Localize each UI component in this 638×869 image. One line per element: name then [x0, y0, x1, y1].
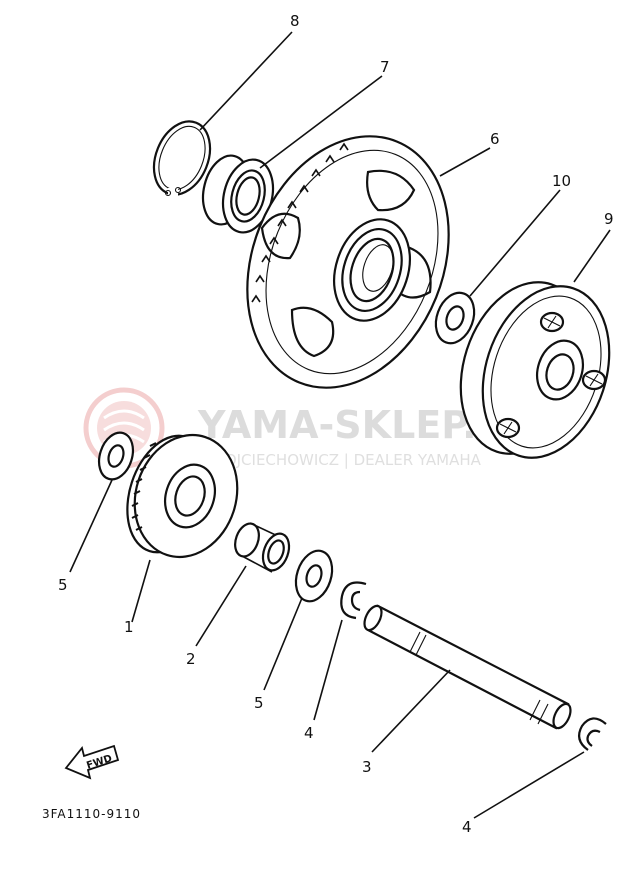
callout-7: 7 — [380, 58, 390, 76]
callout-10: 10 — [552, 172, 571, 190]
part-4-circlip-upper — [340, 581, 367, 620]
leader-10 — [469, 189, 561, 297]
leader-4a — [313, 619, 343, 721]
part-7-bearing — [201, 154, 275, 234]
part-10-washer — [434, 291, 476, 345]
part-2-needle-bearing — [234, 522, 291, 573]
watermark-subtitle: WOJCIECHOWICZ | DEALER YAMAHA — [210, 451, 482, 469]
leader-3 — [371, 669, 451, 753]
leader-7 — [259, 75, 383, 169]
callout-5b: 5 — [254, 694, 264, 712]
part-3-shaft — [363, 604, 572, 730]
leader-1 — [131, 559, 151, 623]
callout-5a: 5 — [58, 576, 68, 594]
callout-3: 3 — [362, 758, 372, 776]
leader-8 — [199, 31, 293, 131]
part-8-circlip — [152, 120, 212, 197]
clutch-screw-2 — [581, 369, 607, 391]
callout-9: 9 — [604, 210, 614, 228]
part-code: 3FA1110-9110 — [42, 807, 141, 821]
callout-4b: 4 — [462, 818, 472, 836]
part-4-circlip-lower — [577, 717, 607, 751]
part-5-washer-lower — [294, 549, 334, 603]
leader-5a — [69, 479, 113, 573]
part-5-washer-upper — [97, 431, 135, 481]
leader-6 — [439, 147, 491, 177]
part-9-clutch — [459, 281, 611, 459]
part-1-idle-gear — [126, 433, 239, 559]
leader-9 — [573, 229, 611, 283]
leader-2 — [195, 565, 247, 647]
callout-4a: 4 — [304, 724, 314, 742]
clutch-screw-1 — [539, 311, 565, 333]
leader-lines — [69, 31, 611, 819]
fwd-arrow-icon: FWD — [64, 744, 120, 780]
part-6-starter-gear — [246, 135, 450, 389]
clutch-screw-3 — [495, 417, 521, 439]
leader-4b — [473, 751, 585, 819]
callout-8: 8 — [290, 12, 300, 30]
leader-5b — [263, 597, 303, 691]
callouts: 8 7 6 10 9 5 1 2 5 4 3 4 — [58, 12, 614, 836]
callout-1: 1 — [124, 618, 134, 636]
callout-2: 2 — [186, 650, 196, 668]
callout-6: 6 — [490, 130, 500, 148]
